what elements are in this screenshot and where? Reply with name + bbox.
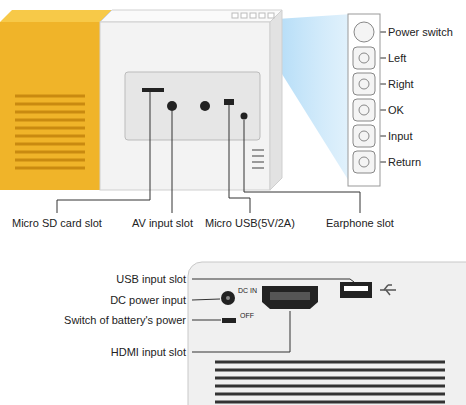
dc-pin	[226, 296, 230, 300]
part-label: Right	[388, 77, 414, 91]
part-label: Switch of battery's power	[64, 313, 186, 327]
battery-switch	[222, 318, 236, 323]
part-label: Left	[388, 51, 406, 65]
jack	[200, 101, 210, 111]
earphone-jack	[241, 113, 248, 120]
av-jack	[167, 101, 177, 111]
dc-jack	[221, 291, 235, 305]
sd-slot	[142, 88, 164, 92]
top-buttons	[232, 13, 274, 18]
part-label: USB input slot	[116, 272, 186, 286]
hdmi-contacts	[270, 292, 310, 300]
part-label: Input	[388, 129, 412, 143]
part-label: Earphone slot	[326, 216, 394, 230]
usb-symbol	[380, 285, 396, 295]
leader-lines	[192, 279, 354, 352]
panel-buttons	[353, 22, 375, 173]
housing-yellow	[0, 22, 100, 190]
part-label: Micro SD card slot	[12, 216, 102, 230]
part-label: Micro USB(5V/2A)	[205, 216, 295, 230]
usb-tongue	[344, 286, 368, 291]
part-label: DC power input	[110, 293, 186, 307]
micro-usb-port	[224, 99, 234, 105]
housing-side	[270, 10, 282, 190]
part-label: HDMI input slot	[111, 345, 186, 359]
housing-back	[188, 262, 466, 405]
usb-port	[340, 282, 372, 298]
housing-top	[100, 10, 282, 22]
part-label: OK	[388, 103, 404, 117]
side-vents	[252, 150, 264, 168]
part-label: AV input slot	[132, 216, 193, 230]
vent-grille	[215, 362, 445, 402]
part-label: Power switch	[388, 25, 453, 39]
hdmi-port	[262, 286, 318, 309]
port-marking: DC IN	[238, 287, 257, 295]
vent-grille	[15, 96, 85, 168]
button-panel	[348, 14, 380, 186]
port-marking: OFF	[240, 312, 254, 320]
housing-top	[0, 10, 112, 22]
leader-lines	[57, 32, 386, 213]
part-label: Return	[388, 155, 421, 169]
port-panel	[125, 72, 260, 140]
